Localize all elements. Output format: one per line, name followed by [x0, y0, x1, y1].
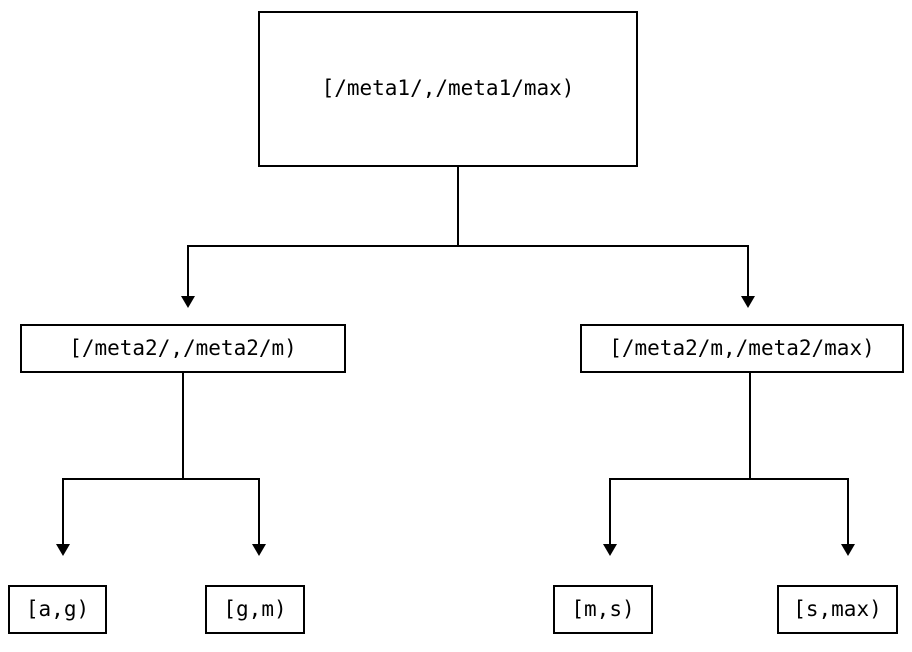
- node-leaf-a-g[interactable]: [a,g): [8, 585, 107, 634]
- node-leaf-s-max[interactable]: [s,max): [777, 585, 898, 634]
- node-leaf-g-m[interactable]: [g,m): [205, 585, 305, 634]
- arrowhead-leaf-s-max-icon: [841, 544, 855, 556]
- edge-level2-right-stem: [749, 373, 751, 479]
- edge-level2-right-to-leaf-s-max: [847, 478, 849, 546]
- edge-level2-left-stem: [182, 373, 184, 479]
- node-leaf-m-s-label: [m,s): [571, 596, 635, 621]
- arrowhead-root-to-level2-left-icon: [181, 296, 195, 308]
- arrowhead-leaf-m-s-icon: [603, 544, 617, 556]
- node-root[interactable]: [/meta1/,/meta1/max): [258, 11, 638, 167]
- edge-root-splitter: [188, 245, 749, 247]
- edge-level2-left-splitter: [63, 478, 260, 480]
- arrowhead-leaf-a-g-icon: [56, 544, 70, 556]
- node-level2-left-label: [/meta2/,/meta2/m): [69, 335, 297, 360]
- edge-root-to-level2-right: [747, 245, 749, 298]
- node-level2-right[interactable]: [/meta2/m,/meta2/max): [580, 324, 904, 373]
- node-leaf-g-m-label: [g,m): [223, 596, 287, 621]
- edge-root-to-level2-left: [187, 245, 189, 298]
- node-level2-left[interactable]: [/meta2/,/meta2/m): [20, 324, 346, 373]
- node-leaf-a-g-label: [a,g): [25, 596, 90, 621]
- node-leaf-s-max-label: [s,max): [793, 596, 882, 621]
- arrowhead-root-to-level2-right-icon: [741, 296, 755, 308]
- edge-root-stem: [457, 167, 459, 246]
- node-leaf-m-s[interactable]: [m,s): [553, 585, 653, 634]
- edge-level2-right-to-leaf-m-s: [609, 478, 611, 546]
- edge-level2-left-to-leaf-g-m: [258, 478, 260, 546]
- node-root-label: [/meta1/,/meta1/max): [321, 76, 575, 101]
- arrowhead-leaf-g-m-icon: [252, 544, 266, 556]
- edge-level2-left-to-leaf-a-g: [62, 478, 64, 546]
- node-level2-right-label: [/meta2/m,/meta2/max): [609, 335, 875, 360]
- edge-level2-right-splitter: [610, 478, 849, 480]
